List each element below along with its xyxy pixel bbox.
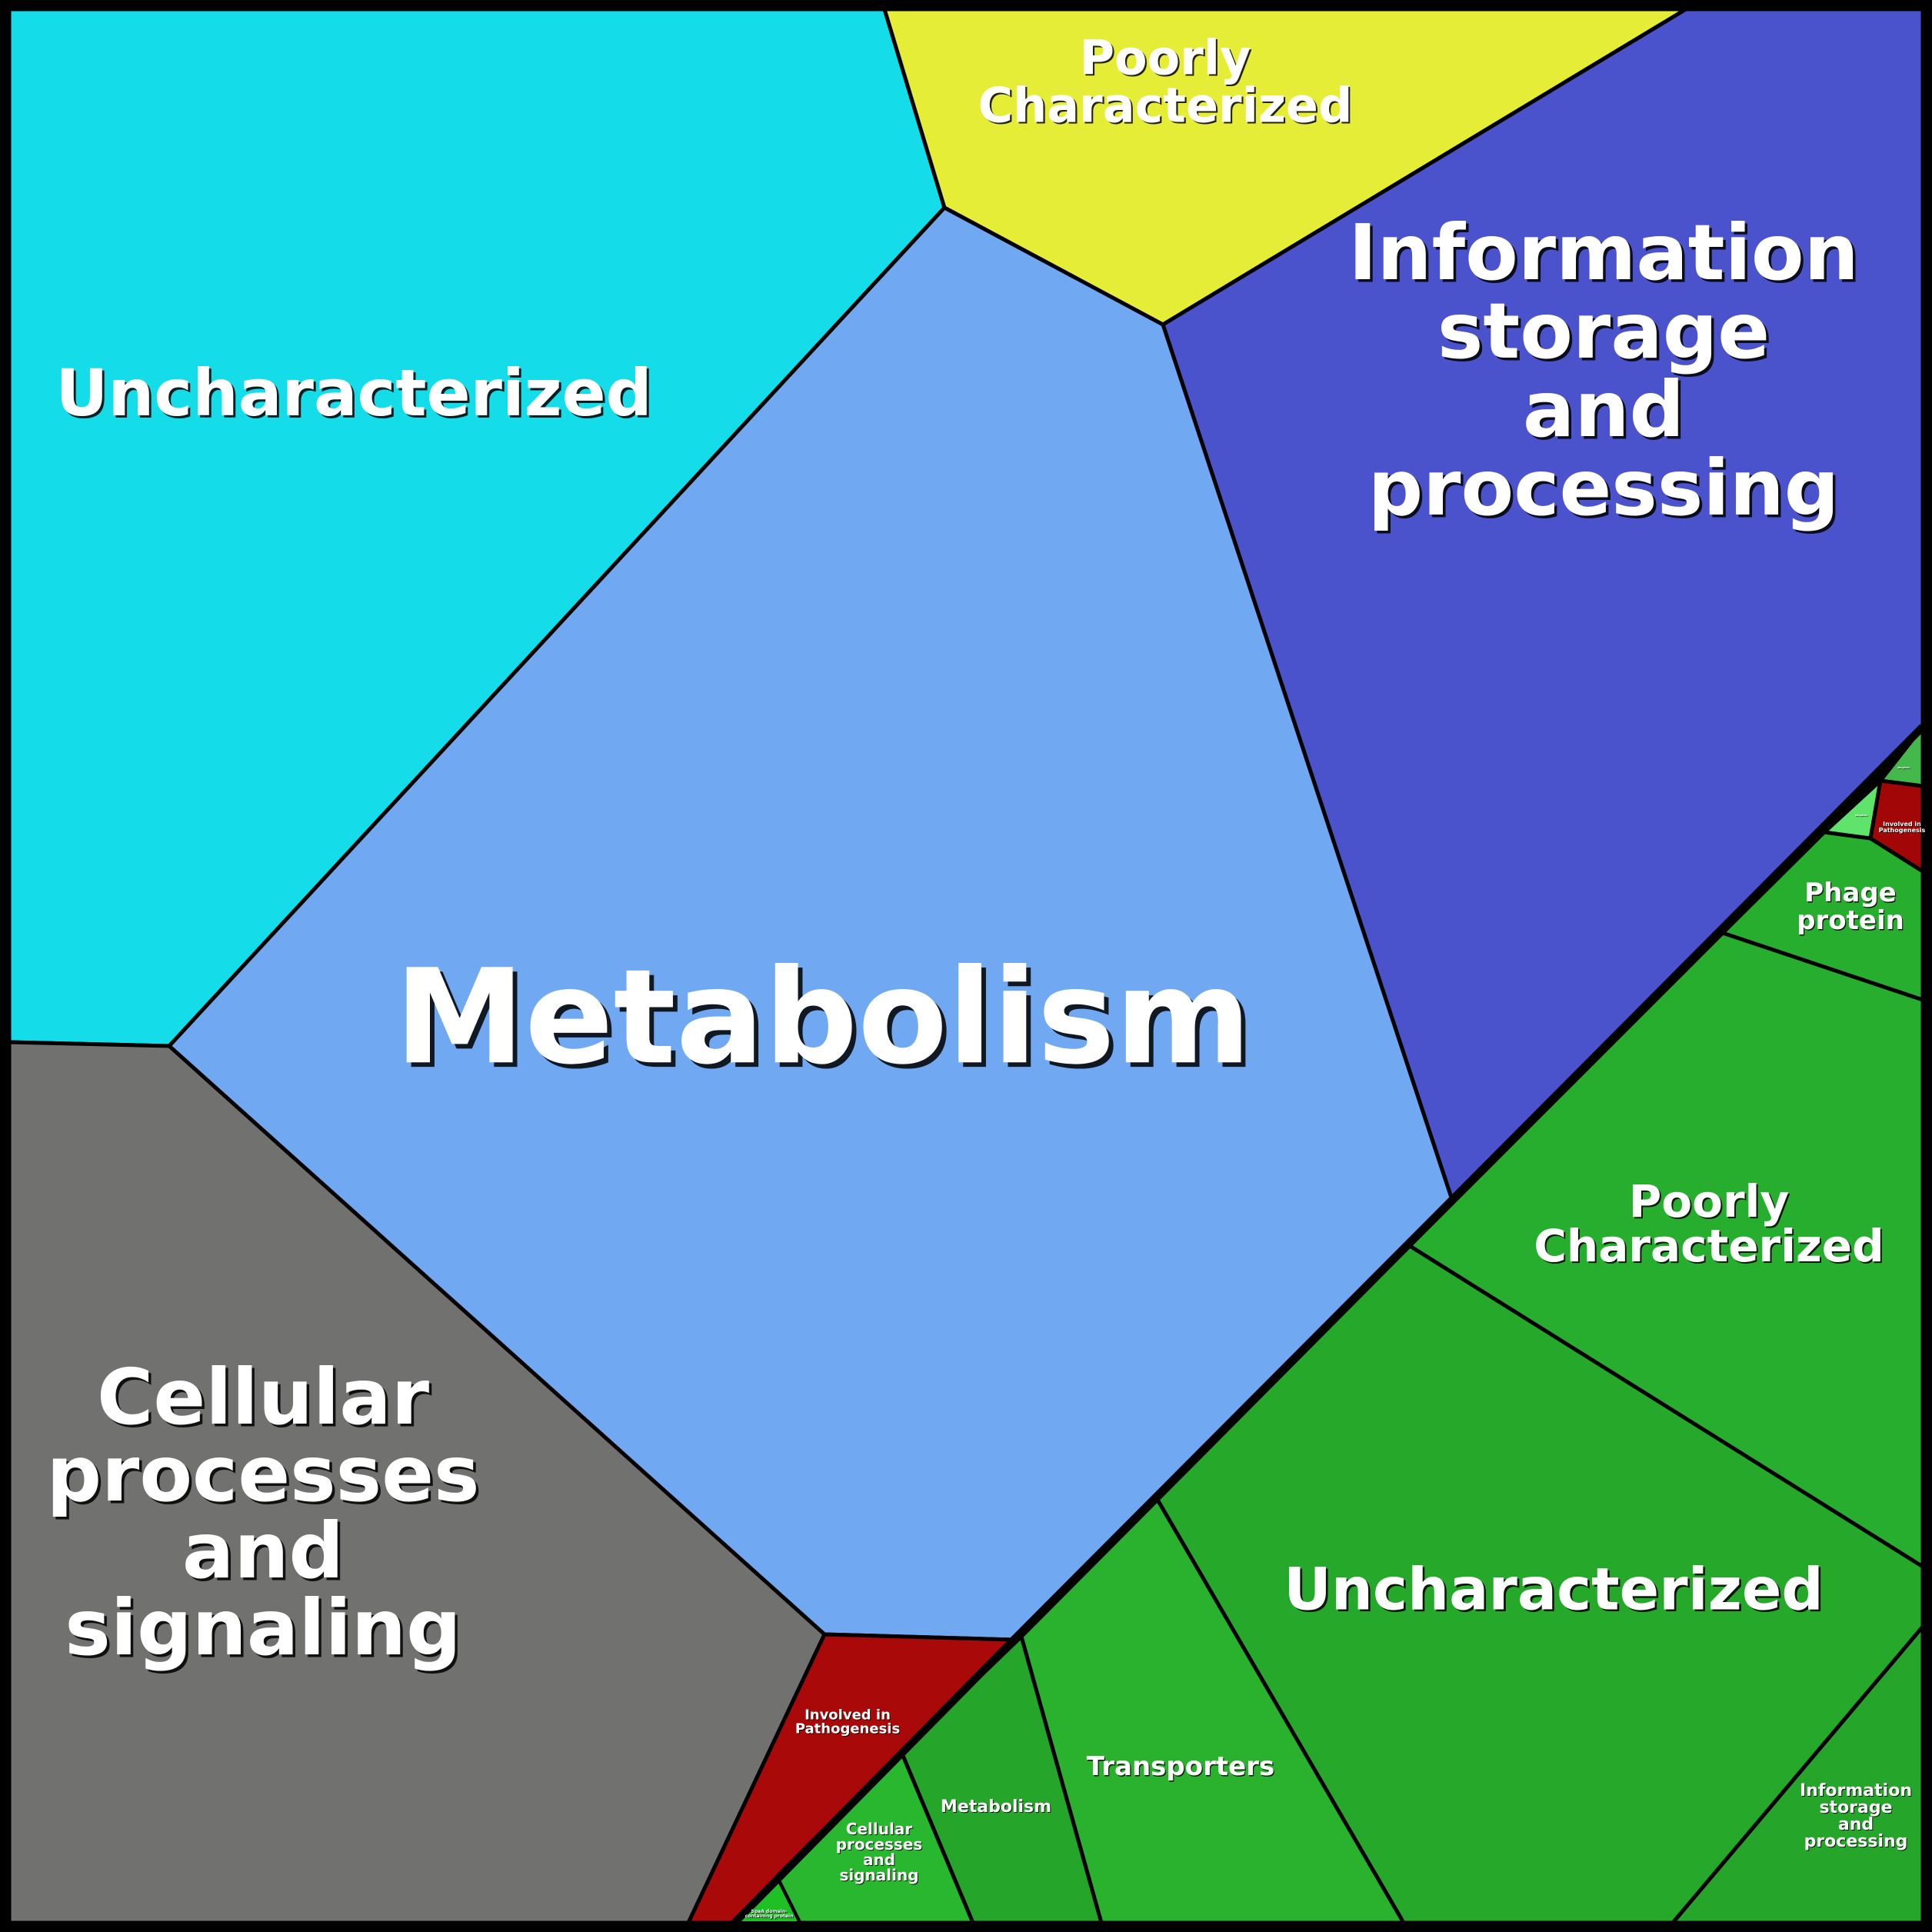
cell-label-poorly-characterized: Characterized: [978, 77, 1353, 133]
cell-label-green-cellular-processes: and: [863, 1850, 895, 1869]
cell-label-green-metabolism: Metabolism: [941, 1797, 1051, 1817]
cell-label-information-storage: Information: [1348, 208, 1859, 298]
cell-label-shadow: Involved in: [805, 1707, 891, 1724]
cell-green-small-cell-a: [1820, 775, 1884, 841]
cell-label-involved-in-pathogenesis: Pathogenesis: [795, 1720, 900, 1737]
cell-label-shadow: and: [1839, 1816, 1874, 1835]
cell-label-green-information-storage: Information: [1800, 1781, 1912, 1800]
cell-label-poorly-characterized: Poorly: [1080, 29, 1251, 85]
cell-label-green-small-cell-b: (illegible): [1897, 766, 1910, 769]
cell-label-shadow: protein: [1797, 906, 1905, 937]
cell-label-shadow: Transporters: [1088, 1752, 1275, 1783]
green-group-boundary: [731, 724, 1926, 1926]
cell-label-metabolism: Metabolism: [395, 941, 1251, 1094]
cell-label-shadow: and: [864, 1851, 896, 1870]
cell-label-shadow: Uncharacterized: [58, 358, 655, 433]
cell-label-shadow: storage: [1820, 1799, 1893, 1818]
cell-label-green-phage-protein: protein: [1797, 905, 1904, 936]
cell-label-shadow: Pathogenesis: [1880, 828, 1927, 834]
cell-label-shadow: Phage: [1805, 878, 1897, 909]
cell-label-green-poorly-characterized: Poorly: [1629, 1175, 1790, 1227]
cell-label-green-poorly-characterized: Characterized: [1534, 1220, 1884, 1272]
cell-label-cellular-processes: signaling: [65, 1583, 461, 1673]
cell-label-uncharacterized: Uncharacterized: [55, 355, 652, 431]
cell-label-shadow: Metabolism: [399, 946, 1256, 1098]
cell-label-shadow: storage: [1440, 289, 1772, 379]
cell-label-green-spaa-domain: containing protein: [745, 1914, 794, 1919]
cell-label-shadow: signaling: [68, 1586, 464, 1676]
cell-label-shadow: (illegible): [1898, 767, 1911, 770]
cell-label-shadow: Poorly: [1631, 1177, 1791, 1229]
cell-label-shadow: Information: [1351, 211, 1862, 301]
cell-label-shadow: Pathogenesis: [796, 1721, 901, 1737]
cell-label-shadow: Metabolism: [941, 1798, 1052, 1817]
cell-label-shadow: containing protein: [746, 1914, 794, 1920]
cell-label-green-small-cell-a: (illegible): [1855, 814, 1868, 817]
cell-label-information-storage: processing: [1368, 443, 1840, 533]
cell-label-shadow: Involved in: [1884, 821, 1922, 828]
cell-label-green-involved-in-pathogenesis: Involved in: [1883, 821, 1921, 828]
cell-label-shadow: Uncharacterized: [1286, 1557, 1826, 1625]
cell-label-involved-in-pathogenesis: Involved in: [804, 1707, 891, 1723]
cell-label-green-information-storage: processing: [1804, 1832, 1908, 1851]
cell-label-green-cellular-processes: processes: [836, 1835, 923, 1854]
cell-label-shadow: processes: [837, 1836, 924, 1854]
cell-label-shadow: Cellular: [847, 1820, 914, 1839]
cell-label-shadow: (illegible): [1856, 814, 1869, 818]
cell-label-shadow: signaling: [840, 1867, 919, 1885]
cell-label-shadow: processes: [49, 1432, 482, 1522]
cell-label-shadow: and: [1525, 368, 1687, 458]
cell-label-shadow: and: [185, 1509, 346, 1599]
cell-label-green-spaa-domain: SpaA domain-: [751, 1909, 788, 1914]
cell-label-shadow: processing: [1805, 1833, 1909, 1852]
cell-label-shadow: Characterized: [1535, 1221, 1885, 1274]
cell-label-green-cellular-processes: signaling: [839, 1866, 918, 1884]
cell-label-shadow: processing: [1371, 446, 1842, 536]
cell-label-shadow: SpaA domain-: [752, 1910, 788, 1915]
cell-label-shadow: Poorly: [1081, 31, 1253, 87]
cell-label-green-uncharacterized: Uncharacterized: [1284, 1554, 1824, 1623]
cell-label-green-involved-in-pathogenesis: Pathogenesis: [1879, 827, 1926, 834]
cell-label-green-transporters: Transporters: [1087, 1751, 1274, 1782]
cell-label-shadow: Characterized: [980, 78, 1354, 135]
cell-label-cellular-processes: and: [182, 1506, 344, 1596]
cell-label-green-information-storage: and: [1838, 1815, 1874, 1834]
cell-label-information-storage: storage: [1437, 286, 1770, 376]
cell-label-cellular-processes: Cellular: [97, 1352, 430, 1442]
cell-label-green-phage-protein: Phage: [1804, 878, 1896, 908]
cell-label-shadow: Information: [1800, 1782, 1913, 1801]
cell-label-cellular-processes: processes: [46, 1429, 479, 1519]
cell-label-green-cellular-processes: Cellular: [846, 1820, 913, 1838]
cell-label-shadow: Cellular: [99, 1355, 432, 1445]
cell-label-information-storage: and: [1523, 365, 1684, 455]
cell-label-green-information-storage: storage: [1819, 1798, 1892, 1817]
